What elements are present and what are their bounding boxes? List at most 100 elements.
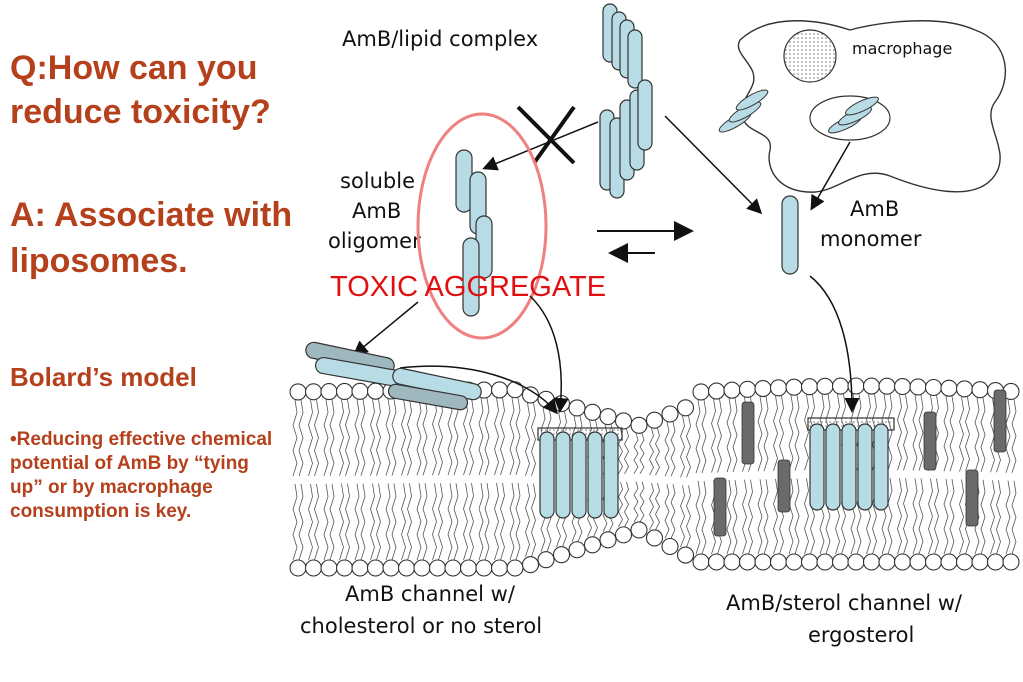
lipid-tail — [788, 478, 794, 555]
lipid-head-top — [583, 403, 602, 421]
lipid-tail — [494, 397, 499, 476]
question-text: Q:How can you reduce toxicity? — [10, 49, 271, 131]
monomer-amb-label: AmB — [850, 197, 899, 221]
lipid-tail — [763, 479, 769, 555]
lipid-tail — [618, 481, 623, 528]
lipid-tail — [748, 479, 753, 555]
lipid-tail — [686, 485, 691, 548]
lipid-tail — [376, 399, 381, 476]
lipid-tail — [370, 399, 375, 476]
lipid-tail — [525, 402, 530, 476]
lipid-tail — [422, 398, 428, 476]
lipid-head-bottom — [723, 553, 741, 571]
lipid-tail — [509, 397, 515, 475]
complex-to-monomer-arrow — [664, 115, 763, 215]
lipid-head-bottom — [645, 529, 664, 547]
lipid-tail — [314, 399, 319, 477]
lipid-head-bottom — [630, 521, 648, 539]
lipid-tail — [329, 483, 335, 561]
lipid-head-bottom — [707, 553, 726, 571]
lipid-tail — [509, 482, 515, 561]
ingested-liposomes — [718, 89, 879, 134]
lipid-tail — [903, 478, 908, 555]
lipid-tail — [308, 399, 313, 477]
lipid-tail — [757, 396, 763, 472]
lipid-tail — [515, 397, 521, 475]
lipid-head-top — [909, 378, 927, 396]
lipid-tail — [726, 480, 732, 555]
lipid-head-top — [878, 377, 896, 395]
lipid-head-top — [769, 379, 788, 397]
lipid-tail — [897, 394, 902, 471]
lipid-tail — [959, 396, 964, 472]
lipid-tail — [903, 394, 908, 471]
lipid-head-bottom — [878, 553, 896, 571]
monomer-label: monomer — [820, 227, 922, 251]
lipid-tail — [695, 480, 701, 555]
lipid-head-top — [723, 381, 741, 399]
lipid-tail — [531, 483, 536, 557]
lipid-tail — [1011, 480, 1017, 555]
lipid-head-bottom — [289, 559, 307, 577]
lipid-tail — [934, 478, 939, 555]
lipid-head-top — [707, 382, 726, 400]
lipid-head-bottom — [971, 553, 989, 571]
lipid-tail — [360, 483, 366, 561]
lipid-tail — [773, 395, 778, 472]
lipid-head-bottom — [847, 553, 865, 571]
lipid-head-bottom — [351, 559, 369, 577]
lipid-head-bottom — [986, 553, 1005, 571]
surface-to-channel-arrow — [399, 365, 558, 415]
channel1-label-line2: cholesterol or no sterol — [300, 614, 542, 638]
lipid-tail — [416, 398, 422, 476]
lipid-tail — [788, 395, 794, 471]
lipid-tail — [453, 483, 459, 561]
lipid-tail — [329, 399, 335, 476]
lipid-tail — [633, 433, 639, 474]
lipid-tail — [949, 396, 955, 472]
lipid-tail — [453, 398, 459, 476]
lipid-tail — [370, 483, 375, 561]
model-title: Bolard’s model — [10, 362, 197, 392]
lipid-head-bottom — [304, 559, 323, 577]
soluble-oligomer — [455, 149, 493, 317]
lipid-tail — [680, 485, 685, 548]
lipid-head-top — [754, 379, 772, 398]
amb-channel-cholesterol — [537, 427, 623, 519]
lipid-tail — [484, 482, 490, 561]
lipid-head-bottom — [475, 559, 493, 577]
lipid-head-bottom — [537, 551, 555, 569]
lipid-head-top — [661, 405, 679, 423]
lipid-tail — [345, 399, 350, 476]
lipid-head-bottom — [366, 559, 385, 577]
lipid-tail — [664, 421, 670, 477]
answer-text: A: Associate with liposomes. — [10, 196, 293, 280]
lipid-tail — [323, 399, 329, 476]
lipid-head-bottom — [800, 553, 819, 571]
lipid-tail — [515, 482, 521, 561]
lipid-tail — [298, 483, 304, 561]
lipid-tail — [391, 398, 397, 476]
lipid-head-top — [893, 377, 912, 396]
lipid-bilayer — [289, 377, 1020, 577]
lipid-tail — [918, 478, 924, 555]
lipid-tail — [1005, 480, 1011, 555]
lipid-head-top — [521, 386, 540, 404]
lipid-tail — [655, 428, 660, 476]
lipid-tail — [980, 479, 986, 555]
channel2-label-line2: ergosterol — [808, 623, 914, 647]
toxic-aggregate-ellipse — [416, 112, 548, 340]
lipid-tail — [308, 483, 313, 561]
lipid-tail — [385, 398, 391, 476]
lipid-tail — [670, 484, 676, 539]
lipid-head-bottom — [862, 553, 881, 571]
lipid-head-bottom — [320, 559, 338, 577]
lipid-tail — [531, 402, 536, 476]
lipid-tail — [469, 483, 474, 561]
lipid-head-bottom — [599, 531, 617, 549]
lipid-head-top — [924, 378, 943, 397]
lipid-tail — [943, 479, 949, 555]
lipid-tail — [943, 396, 949, 472]
